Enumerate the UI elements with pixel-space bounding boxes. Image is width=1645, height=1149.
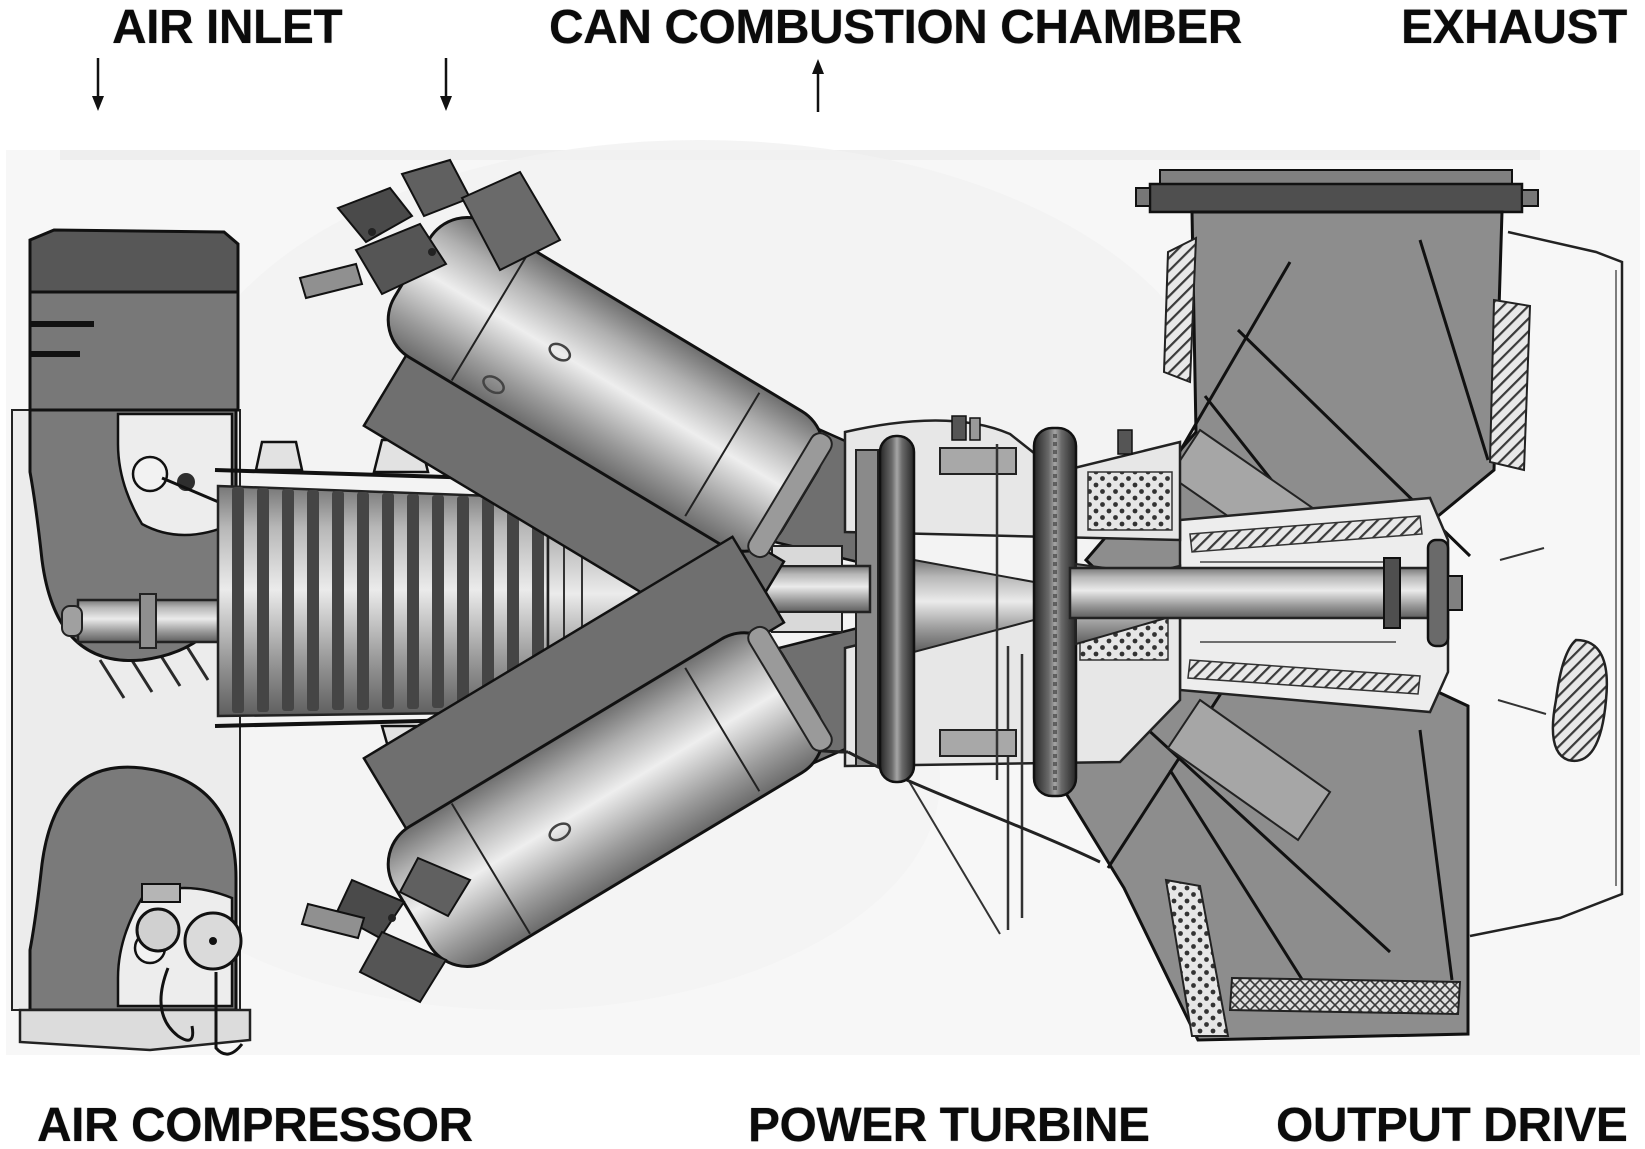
output-end-casing [1469,230,1624,938]
can-combustion-chamber-label: CAN COMBUSTION CHAMBER [549,1,1242,54]
front-shaft [61,593,222,649]
down-arrow-icon [92,58,104,111]
accessory-gearbox [135,883,244,1056]
up-arrow-icon [812,59,824,112]
output-drive-shaft [1068,538,1463,648]
lower-combustion-can [300,535,833,1004]
down-arrow-icon [440,58,452,111]
air-inlet-label: AIR INLET [112,1,343,54]
air-compressor-label: AIR COMPRESSOR [37,1099,473,1149]
power-turbine-label: POWER TURBINE [748,1099,1150,1149]
output-drive-label: OUTPUT DRIVE [1276,1099,1628,1149]
exhaust-label: EXHAUST [1401,1,1627,54]
